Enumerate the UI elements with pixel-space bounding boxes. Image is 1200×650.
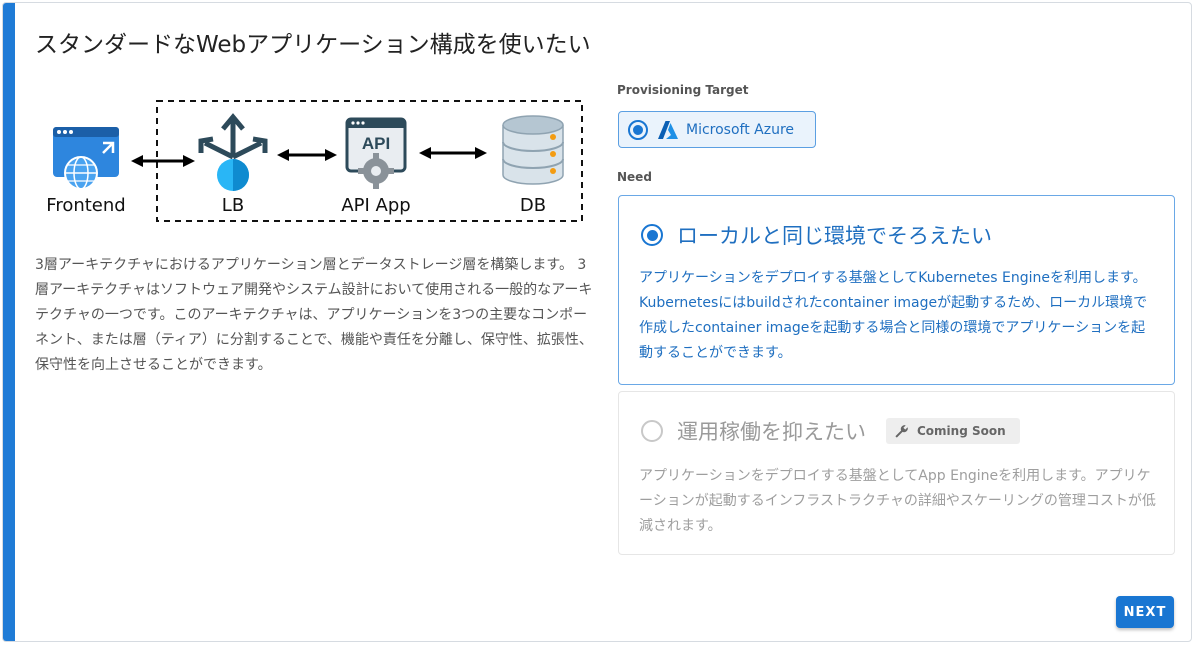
option-title: ローカルと同じ環境でそろえたい — [677, 224, 992, 248]
provider-label: Microsoft Azure — [686, 121, 795, 138]
load-balancer-icon — [198, 113, 268, 191]
api-app-icon: API — [345, 117, 407, 189]
architecture-description: 3層アーキテクチャにおけるアプリケーション層とデータストレージ層を構築します。 … — [35, 257, 593, 373]
need-option-reduce-ops: 運用稼働を抑えたい Coming Soon アプリケーションをデプロイする基盤と… — [618, 391, 1175, 555]
architecture-diagram: API — [33, 97, 593, 227]
arrow-frontend-lb — [131, 155, 195, 167]
wizard-card: スタンダードなWebアプリケーション構成を使いたい — [2, 2, 1192, 642]
need-label: Need — [617, 170, 652, 184]
option-description: アプリケーションをデプロイする基盤としてApp Engineを利用します。アプリ… — [639, 468, 1156, 534]
provisioning-target-label: Provisioning Target — [617, 83, 749, 97]
radio-unselected-icon — [641, 420, 663, 442]
radio-selected-icon[interactable] — [628, 119, 648, 140]
page-title: スタンダードなWebアプリケーション構成を使いたい — [35, 32, 591, 58]
db-label: DB — [519, 195, 547, 216]
diagram-graphic: API — [53, 100, 583, 222]
api-app-label: API App — [341, 195, 411, 216]
badge-label: Coming Soon — [917, 424, 1006, 438]
frontend-label: Frontend — [46, 195, 126, 216]
lb-label: LB — [221, 195, 245, 216]
need-option-same-as-local[interactable]: ローカルと同じ環境でそろえたい アプリケーションをデプロイする基盤としてKube… — [618, 195, 1175, 385]
provider-option-azure[interactable]: Microsoft Azure — [618, 111, 816, 148]
option-description: アプリケーションをデプロイする基盤としてKubernetes Engineを利用… — [639, 270, 1148, 361]
azure-icon — [658, 120, 678, 139]
radio-selected-icon[interactable] — [641, 224, 663, 246]
browser-globe-icon — [53, 127, 119, 190]
arrow-lb-api — [277, 149, 337, 161]
svg-text:API: API — [362, 134, 390, 153]
next-button[interactable]: NEXT — [1116, 596, 1174, 628]
backend-boundary — [156, 100, 583, 222]
option-title: 運用稼働を抑えたい — [677, 420, 866, 444]
coming-soon-badge: Coming Soon — [886, 418, 1020, 444]
wrench-icon — [895, 424, 908, 438]
database-icon — [502, 115, 564, 185]
arrow-api-db — [419, 147, 487, 159]
accent-bar — [3, 3, 15, 641]
